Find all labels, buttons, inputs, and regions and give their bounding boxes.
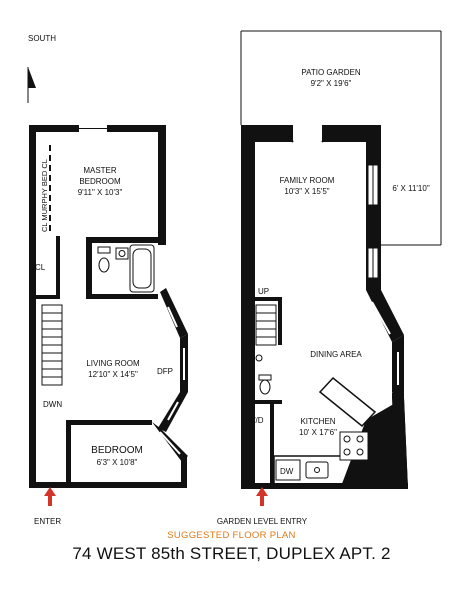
upper-bath-fixtures — [97, 244, 155, 293]
master-bedroom-name-2: BEDROOM — [79, 177, 121, 186]
bedroom-top-wall — [66, 420, 152, 425]
murphy-bed-label: CL MURPHY BED CL — [40, 159, 49, 232]
garden-bay-window — [340, 290, 408, 489]
wd-top-wall — [252, 400, 282, 404]
upper-bay-window — [152, 288, 188, 462]
suggested-floor-plan-caption: SUGGESTED FLOOR PLAN — [167, 530, 296, 541]
garden-entry-arrow-icon — [256, 487, 268, 506]
wd-right-wall — [270, 400, 274, 486]
closet-bottom-wall — [36, 295, 60, 299]
patio-doors — [280, 127, 335, 143]
bath-left-wall — [86, 237, 92, 299]
north-arrow-icon — [28, 67, 36, 88]
bath-bottom-wall — [86, 294, 158, 299]
upper-left-wall — [29, 125, 36, 488]
fireplace-label: DFP — [157, 367, 173, 376]
kitchen-sink-icon — [305, 461, 329, 479]
kitchen-island — [318, 376, 377, 428]
bedroom-right-wall — [181, 455, 187, 485]
upper-stair-label: DWN — [43, 400, 62, 409]
garden-stair-label: UP — [258, 287, 269, 296]
master-right-wall — [158, 125, 166, 245]
compass: SOUTH — [27, 34, 56, 103]
upper-closet-label: CL — [35, 263, 46, 272]
dining-area-label: DINING AREA — [310, 350, 362, 359]
kitchen-name: KITCHEN — [300, 417, 335, 426]
washer-dryer-label: W/D — [248, 416, 264, 425]
upper-entry-label: ENTER — [34, 517, 61, 526]
garden-toilet-icon — [255, 354, 272, 395]
stove-icon — [339, 431, 369, 461]
garden-right-wall-upper — [322, 125, 381, 290]
bathtub-icon — [129, 244, 155, 293]
closet-right-wall — [56, 236, 60, 299]
garden-windows — [367, 164, 379, 279]
master-bedroom-name-1: MASTER — [83, 166, 117, 175]
side-space-dims: 6' X 11'10" — [392, 184, 429, 193]
garden-left-wall — [241, 125, 293, 488]
upper-stair — [41, 304, 63, 386]
bedroom-dims: 6'3" X 10'8" — [97, 458, 138, 467]
garden-level-plan — [241, 125, 408, 489]
upper-level-plan — [29, 125, 187, 488]
bedroom-left-wall — [66, 420, 71, 486]
garden-entry-label: GARDEN LEVEL ENTRY — [217, 517, 308, 526]
upper-entry-arrow-icon — [44, 487, 56, 506]
sink-icon — [115, 247, 129, 260]
garden-stair — [255, 304, 277, 346]
patio-outline — [240, 30, 442, 246]
stair-top-wall — [252, 297, 282, 301]
family-room-dims: 10'3" X 15'5" — [284, 187, 329, 196]
living-room-name: LIVING ROOM — [86, 359, 140, 368]
bedroom-name: BEDROOM — [91, 445, 143, 456]
master-bedroom-dims: 9'11" X 10'3" — [78, 188, 123, 197]
toilet-icon — [98, 257, 110, 273]
patio-dims: 9'2" X 19'6" — [311, 79, 352, 88]
garden-sink-icon — [255, 354, 263, 362]
living-room-dims: 12'10" X 14'5" — [88, 370, 138, 379]
stair-right-wall — [278, 297, 282, 345]
dishwasher-label: DW — [280, 467, 294, 476]
patio-name: PATIO GARDEN — [301, 68, 360, 77]
family-room-name: FAMILY ROOM — [280, 176, 335, 185]
upper-bottom-wall — [29, 482, 187, 488]
garden-bottom-wall — [241, 483, 408, 489]
kitchen-dims: 10' X 17'6" — [299, 428, 337, 437]
address-title: 74 WEST 85th STREET, DUPLEX APT. 2 — [72, 544, 391, 563]
compass-label: SOUTH — [28, 34, 56, 43]
bath-top-wall — [86, 237, 164, 243]
dishwasher-icon — [275, 459, 301, 481]
